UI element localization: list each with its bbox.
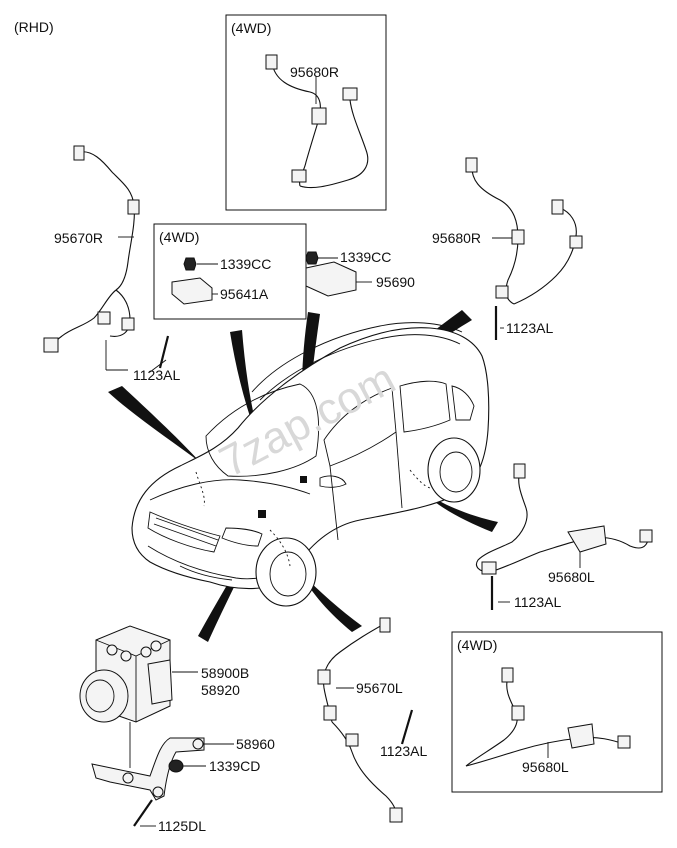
label-1339CC: 1339CC xyxy=(340,249,391,265)
side-window-icon xyxy=(451,385,475,421)
mounting-bracket-icon xyxy=(567,525,607,553)
module-95690-illustration xyxy=(305,251,372,297)
label-58920: 58920 xyxy=(201,682,240,698)
mount-bushing-icon xyxy=(168,759,184,773)
mirror-icon xyxy=(319,475,347,488)
sensor-head-icon xyxy=(617,735,631,749)
wire-clip-icon xyxy=(323,705,337,721)
sensor-head-icon xyxy=(291,169,307,183)
module-marker-icon xyxy=(300,476,307,483)
windshield-icon xyxy=(205,383,320,477)
wire-clip-icon xyxy=(511,705,525,721)
sensor-95680R-box-illustration xyxy=(265,54,369,189)
pointer-wedge xyxy=(230,330,270,468)
wire-clip-icon xyxy=(97,311,111,325)
sensor-head-icon xyxy=(639,529,653,543)
label-1339CD: 1339CD xyxy=(209,758,260,774)
label-95641A: 95641A xyxy=(220,286,269,302)
connector-icon xyxy=(265,54,278,70)
headlight-icon xyxy=(221,527,263,547)
variant-label: (RHD) xyxy=(14,19,54,35)
sensor-head-icon xyxy=(569,235,583,249)
side-window-icon xyxy=(323,387,397,467)
ecu-connector-icon xyxy=(147,659,173,705)
label-95680L-box: 95680L xyxy=(522,759,569,775)
box-4wd-top: (4WD) 95680R xyxy=(225,14,387,211)
box-4wd-bottom-frame xyxy=(451,631,663,793)
sensor-95670L-illustration xyxy=(317,617,414,823)
box-4wd-top-frame xyxy=(225,14,387,211)
label-95670R: 95670R xyxy=(54,230,103,246)
sensor-head-icon xyxy=(389,807,403,823)
connector-icon xyxy=(465,157,478,173)
sensor-module-icon xyxy=(171,277,213,305)
pointer-wedge xyxy=(422,490,498,532)
box-4wd-top-header: (4WD) xyxy=(231,20,271,36)
pointer-wedge xyxy=(108,386,200,462)
label-95670L: 95670L xyxy=(356,680,403,696)
abs-unit-illustration xyxy=(79,625,234,827)
wire-clip-icon xyxy=(317,669,331,685)
abs-module-marker-icon xyxy=(258,510,266,518)
connector-icon xyxy=(513,463,526,479)
wire-clip-icon xyxy=(481,561,497,575)
sensor-95670R-illustration xyxy=(43,145,170,373)
control-module-icon xyxy=(305,261,357,297)
bolt-icon xyxy=(158,335,170,369)
nut-icon xyxy=(183,257,197,271)
connector-icon xyxy=(73,145,85,161)
vehicle-illustration xyxy=(131,322,490,607)
wire-clip-icon xyxy=(495,285,509,299)
label-1339CC-box: 1339CC xyxy=(220,256,271,272)
side-window-icon xyxy=(399,380,451,433)
label-58900B: 58900B xyxy=(201,665,249,681)
label-1123AL-bottom: 1123AL xyxy=(380,743,427,759)
box-4wd-left-header: (4WD) xyxy=(159,229,199,245)
label-58960: 58960 xyxy=(236,736,275,752)
pump-motor-icon xyxy=(79,669,129,723)
abs-bracket-icon xyxy=(91,737,205,801)
sensor-head-icon xyxy=(43,337,59,353)
label-1125DL: 1125DL xyxy=(158,818,206,834)
car-body-icon xyxy=(131,327,490,590)
label-1123AL-left: 1123AL xyxy=(133,367,180,383)
wire-clip-icon xyxy=(511,229,525,245)
label-95680L: 95680L xyxy=(548,569,595,585)
label-1123AL-right: 1123AL xyxy=(506,320,553,336)
connector-icon xyxy=(551,199,564,215)
bolt-icon xyxy=(400,709,414,745)
mounting-bracket-icon xyxy=(567,723,595,749)
grille-icon xyxy=(147,511,221,553)
connector-icon xyxy=(379,617,391,633)
sensor-clip-icon xyxy=(311,107,327,125)
pointer-wedge xyxy=(300,572,362,632)
label-1123AL-rear: 1123AL xyxy=(514,594,561,610)
connector-icon xyxy=(342,87,358,101)
connector-icon xyxy=(501,667,514,683)
wire-clip-icon xyxy=(121,317,135,331)
sensor-95680R-illustration xyxy=(465,157,583,340)
wire-clip-icon xyxy=(127,199,140,215)
label-95680R-box: 95680R xyxy=(290,64,339,80)
box-4wd-bottom-header: (4WD) xyxy=(457,637,497,653)
sensor-95680L-illustration xyxy=(475,463,653,610)
label-95680R: 95680R xyxy=(432,230,481,246)
bolt-icon xyxy=(133,799,153,827)
label-95690: 95690 xyxy=(376,274,415,290)
nut-icon xyxy=(305,251,319,265)
wire-clip-icon xyxy=(345,733,359,747)
sensor-95680L-box-illustration xyxy=(465,667,631,767)
box-4wd-bottom: (4WD) 95680L xyxy=(451,631,663,793)
box-4wd-left: (4WD) 1339CC 95641A xyxy=(153,223,307,320)
